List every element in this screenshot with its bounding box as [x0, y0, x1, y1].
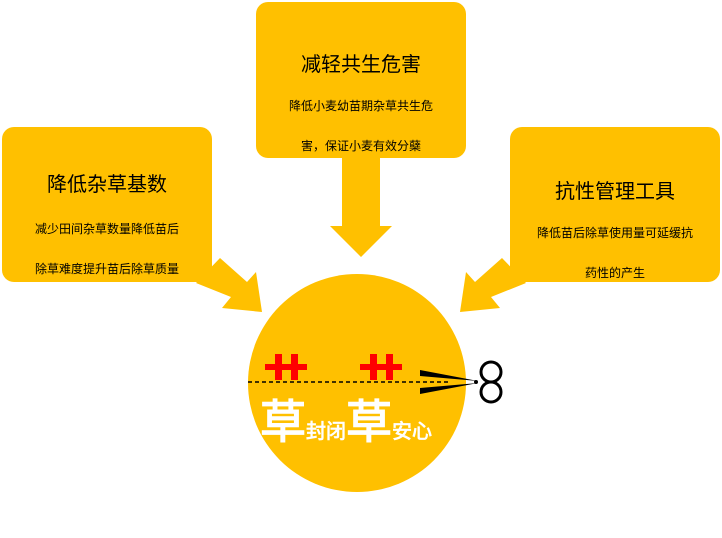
slogan-char-1: 草 — [260, 395, 306, 449]
desc-line: 除草难度提升苗后除草质量 — [34, 262, 179, 276]
arrow-left-diagonal — [196, 258, 262, 312]
arrow-down — [330, 158, 392, 257]
center-circle — [248, 274, 466, 492]
box-description: 减少田间杂草数量降低苗后 除草难度提升苗后除草质量 — [8, 209, 206, 289]
scissors-icon — [420, 360, 503, 404]
grass-sprout-icon — [360, 354, 402, 380]
slogan-word-2: 安心 — [392, 419, 432, 443]
grass-sprout-icon — [265, 354, 307, 380]
desc-line: 减少田间杂草数量降低苗后 — [34, 222, 179, 236]
arrow-right-diagonal — [460, 258, 526, 312]
box-resistance-tool: 抗性管理工具 降低苗后除草使用量可延缓抗 药性的产生 — [510, 127, 720, 282]
desc-line: 药性的产生 — [584, 266, 645, 280]
desc-line: 害，保证小麦有效分蘖 — [300, 139, 421, 153]
box-description: 降低苗后除草使用量可延缓抗 药性的产生 — [516, 213, 714, 293]
box-title: 减轻共生危害 — [301, 52, 421, 76]
box-reduce-harm: 减轻共生危害 降低小麦幼苗期杂草共生危 害，保证小麦有效分蘖 — [256, 2, 466, 158]
box-reduce-base: 降低杂草基数 减少田间杂草数量降低苗后 除草难度提升苗后除草质量 — [2, 127, 212, 282]
box-title: 抗性管理工具 — [555, 179, 675, 203]
slogan-word-1: 封闭 — [306, 419, 346, 443]
center-slogan: 草封闭草安心 — [260, 386, 432, 452]
box-description: 降低小麦幼苗期杂草共生危 害，保证小麦有效分蘖 — [262, 86, 460, 166]
desc-line: 降低苗后除草使用量可延缓抗 — [536, 226, 693, 240]
slogan-char-2: 草 — [346, 395, 392, 449]
box-title: 降低杂草基数 — [47, 172, 167, 196]
desc-line: 降低小麦幼苗期杂草共生危 — [288, 99, 433, 113]
